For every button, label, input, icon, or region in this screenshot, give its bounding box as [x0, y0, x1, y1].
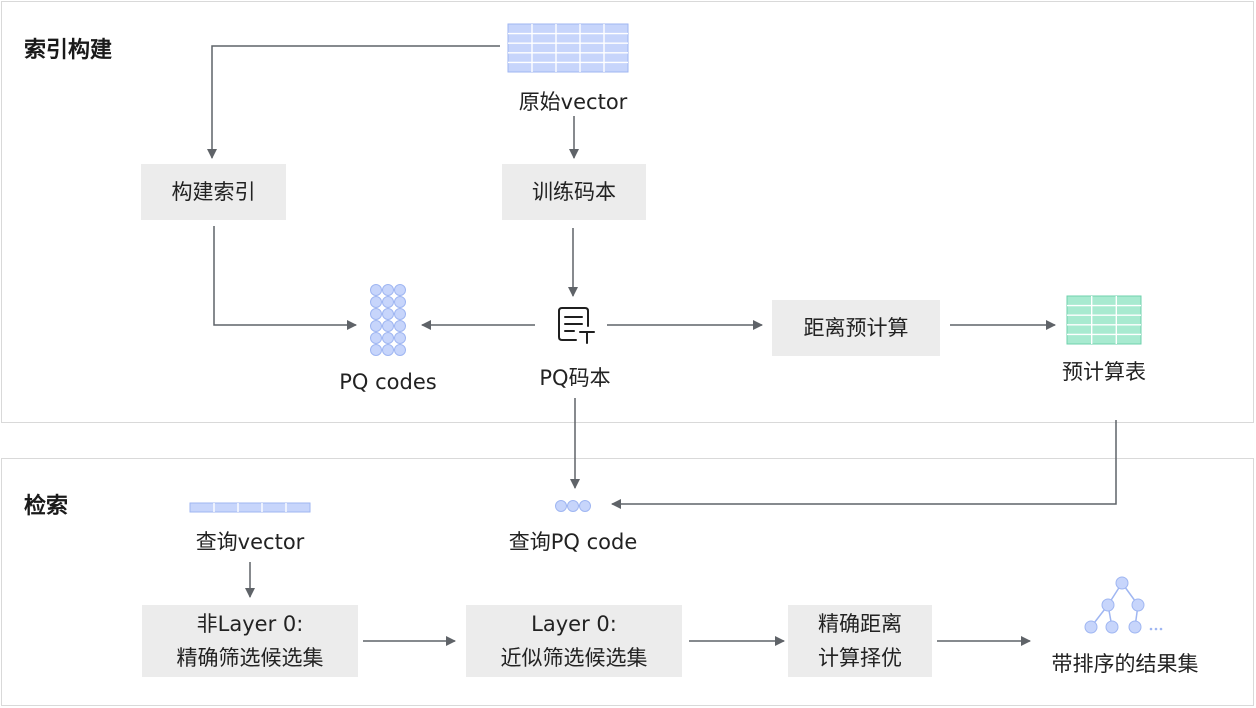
distance-precompute-box: 距离预计算 [772, 300, 940, 356]
arrow-table-to-querycode [611, 420, 1117, 509]
query-pq-code-dots-icon [555, 500, 591, 512]
query-vector-bar-icon [189, 502, 311, 513]
query-pq-code-label: 查询PQ code [508, 530, 638, 554]
pq-codes-label: PQ codes [339, 370, 437, 394]
result-set-label: 带排序的结果集 [1051, 652, 1199, 676]
layer0-line2: 近似筛选候选集 [500, 646, 648, 670]
raw-vector-table-icon [507, 23, 629, 73]
train-codebook-box: 训练码本 [502, 164, 646, 220]
build-index-box: 构建索引 [141, 164, 286, 220]
codebook-document-icon [558, 307, 595, 344]
result-tree-icon [1084, 576, 1163, 634]
exact-distance-line2: 计算择优 [818, 646, 902, 670]
section-title-search: 检索 [24, 494, 69, 519]
precompute-table-icon [1066, 295, 1142, 345]
raw-vector-label: 原始vector [518, 90, 628, 114]
precompute-table-label: 预计算表 [1062, 360, 1146, 384]
arrow-build-index-to-pqcodes [213, 226, 357, 330]
query-vector-label: 查询vector [195, 530, 305, 554]
non-layer0-box: 非Layer 0: 精确筛选候选集 [142, 605, 358, 677]
arrow-raw-to-build-index [207, 45, 500, 159]
layer0-line1: Layer 0: [531, 612, 617, 636]
section-title-index-build: 索引构建 [24, 38, 113, 63]
non-layer0-line1: 非Layer 0: [196, 612, 304, 636]
build-index-label: 构建索引 [171, 180, 256, 204]
distance-precompute-label: 距离预计算 [803, 316, 909, 340]
pq-codebook-label: PQ码本 [539, 366, 611, 390]
exact-distance-box: 精确距离 计算择优 [788, 605, 932, 677]
pq-codes-grid-icon [370, 284, 406, 356]
non-layer0-line2: 精确筛选候选集 [176, 646, 324, 670]
train-codebook-label: 训练码本 [532, 180, 616, 204]
exact-distance-line1: 精确距离 [818, 612, 902, 636]
layer0-box: Layer 0: 近似筛选候选集 [466, 605, 682, 677]
